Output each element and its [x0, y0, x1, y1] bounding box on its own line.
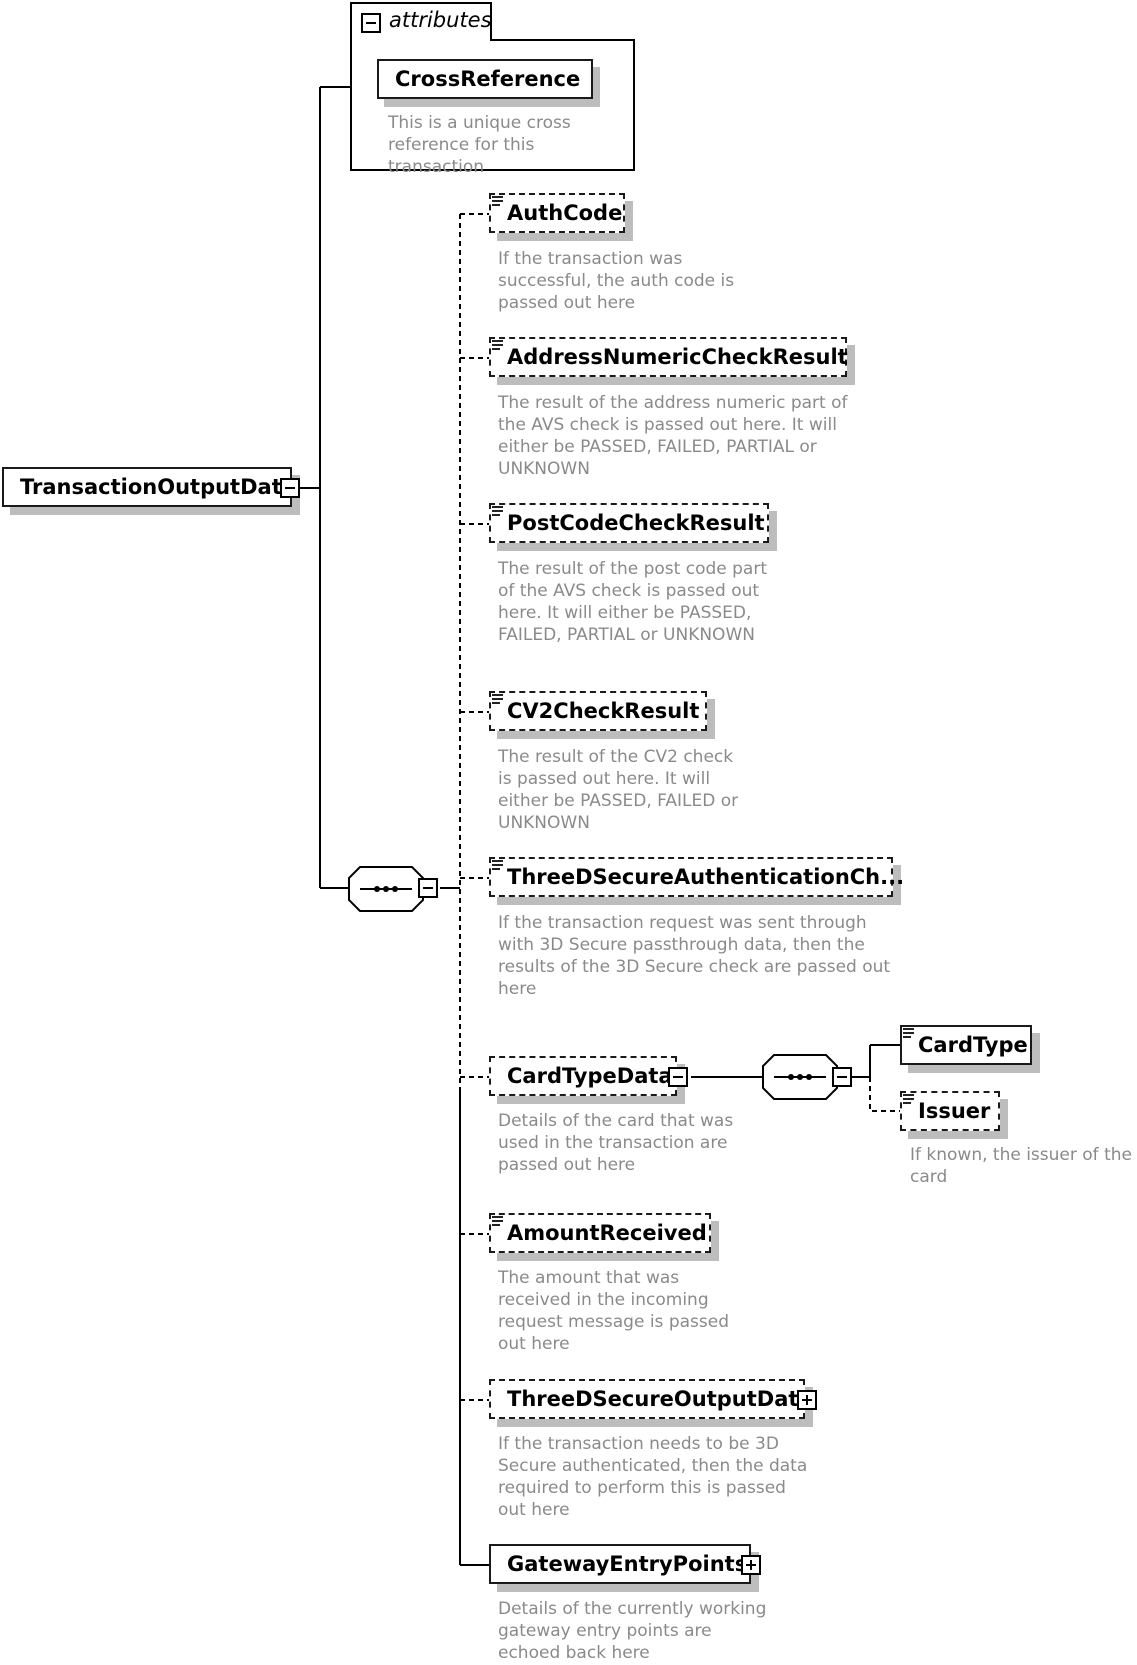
simple-content-icon: [903, 1028, 914, 1039]
element-doc: Details of the card that was used in the…: [498, 1111, 734, 1175]
element-auth-code[interactable]: AuthCode: [489, 193, 625, 233]
collapse-attributes-icon[interactable]: [361, 13, 381, 33]
element-label: AmountReceived: [507, 1221, 707, 1245]
element-label: ThreeDSecureAuthenticationCh...: [507, 865, 905, 889]
element-label: ThreeDSecureOutputData: [507, 1387, 813, 1411]
collapse-inner-sequence-icon[interactable]: [832, 1067, 852, 1087]
collapse-card-type-data-icon[interactable]: [668, 1067, 688, 1087]
simple-content-icon: [492, 694, 503, 705]
root-element-label: TransactionOutputData: [20, 475, 296, 499]
element-three-d-secure-output-data[interactable]: ThreeDSecureOutputData: [489, 1379, 813, 1419]
element-post-code-check-result[interactable]: PostCodeCheckResult: [489, 503, 769, 543]
element-gateway-entry-points[interactable]: GatewayEntryPoints: [489, 1544, 751, 1584]
element-doc: If the transaction request was sent thro…: [498, 913, 891, 999]
simple-content-icon: [492, 196, 503, 207]
element-cv2-check-result[interactable]: CV2CheckResult: [489, 691, 707, 731]
element-label: PostCodeCheckResult: [507, 511, 765, 535]
inner-sequence-compositor-icon: [762, 1054, 838, 1100]
simple-content-icon: [492, 506, 503, 517]
element-doc: The result of the address numeric part o…: [498, 393, 848, 479]
element-address-numeric-check-result[interactable]: AddressNumericCheckResult: [489, 337, 848, 377]
collapse-icon[interactable]: [280, 478, 300, 498]
element-card-type-data[interactable]: CardTypeData: [489, 1056, 677, 1096]
expand-three-d-secure-output-data-icon[interactable]: [797, 1390, 817, 1410]
element-doc: If known, the issuer of the card: [910, 1145, 1132, 1187]
element-label: CardTypeData: [507, 1064, 673, 1088]
simple-content-icon: [903, 1094, 914, 1105]
element-label: AuthCode: [507, 201, 623, 225]
element-label: CV2CheckResult: [507, 699, 700, 723]
attribute-label: CrossReference: [395, 67, 581, 91]
root-element-transaction-output-data[interactable]: TransactionOutputData: [2, 467, 296, 507]
simple-content-icon: [492, 860, 503, 871]
collapse-sequence-icon[interactable]: [418, 878, 438, 898]
element-doc: If the transaction needs to be 3D Secure…: [498, 1434, 808, 1520]
element-label: AddressNumericCheckResult: [507, 345, 848, 369]
expand-gateway-entry-points-icon[interactable]: [741, 1555, 761, 1575]
attribute-cross-reference[interactable]: CrossReference: [377, 59, 593, 99]
element-label: Issuer: [918, 1099, 991, 1123]
element-label: CardType: [918, 1033, 1028, 1057]
element-issuer[interactable]: Issuer: [900, 1091, 1000, 1131]
element-doc: If the transaction was successful, the a…: [498, 249, 735, 313]
element-card-type[interactable]: CardType: [900, 1025, 1032, 1065]
element-doc: The result of the post code part of the …: [498, 559, 767, 645]
element-doc: The amount that was received in the inco…: [498, 1268, 729, 1354]
simple-content-icon: [492, 340, 503, 351]
sequence-compositor-icon: [348, 866, 424, 912]
attributes-tab-label: attributes: [389, 8, 492, 32]
simple-content-icon: [492, 1216, 503, 1227]
element-doc: The result of the CV2 check is passed ou…: [498, 747, 739, 833]
element-label: GatewayEntryPoints: [507, 1552, 748, 1576]
element-amount-received[interactable]: AmountReceived: [489, 1213, 711, 1253]
element-three-d-secure-authentication-check[interactable]: ThreeDSecureAuthenticationCh...: [489, 857, 904, 897]
element-doc: Details of the currently working gateway…: [498, 1599, 767, 1663]
attribute-doc: This is a unique cross reference for thi…: [388, 113, 571, 177]
